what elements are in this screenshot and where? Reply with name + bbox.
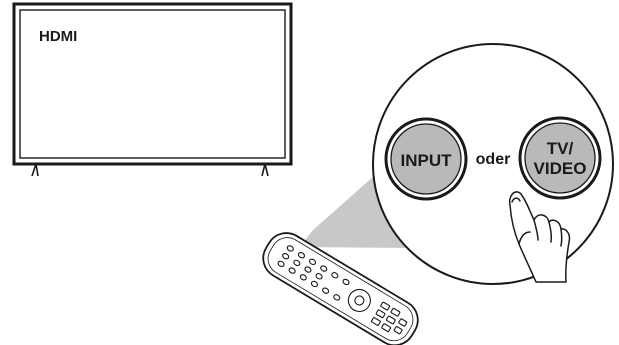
- remote-body: [262, 232, 419, 345]
- tv-right-leg: [261, 163, 269, 177]
- connector-word-oder: oder: [476, 151, 511, 168]
- tv-video-button-label-line1: TV/: [547, 139, 574, 158]
- tv-video-button-label-line2: VIDEO: [534, 159, 587, 178]
- tv-left-leg: [31, 163, 39, 177]
- tv-set: HDMI: [12, 2, 293, 177]
- tv-video-button: TV/ VIDEO: [518, 116, 602, 200]
- input-button: INPUT: [384, 117, 468, 201]
- hand-pointer-icon: [508, 191, 571, 283]
- tv-screen: [19, 9, 286, 159]
- remote-control-icon: [262, 232, 419, 345]
- hand-finger-lines: [518, 219, 563, 247]
- dpad-center: [354, 295, 365, 306]
- tv-video-button-face: [524, 122, 596, 194]
- input-button-label: INPUT: [401, 151, 453, 170]
- hand-fingernail: [511, 197, 521, 203]
- screen-source-label: HDMI: [39, 28, 77, 45]
- remote-top-edge: [267, 237, 414, 342]
- remote-function-buttons: [371, 301, 408, 335]
- remote-number-buttons: [277, 245, 350, 301]
- input-button-face: [390, 123, 462, 195]
- dpad-icon: [347, 288, 371, 313]
